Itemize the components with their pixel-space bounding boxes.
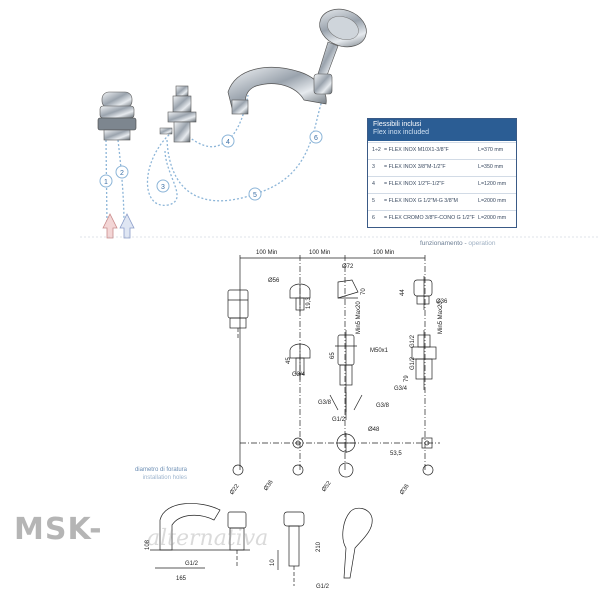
tap-handle-drawing <box>97 91 137 141</box>
dim-100min-1: 100 Min <box>256 250 277 256</box>
table-title: Flessibili inclusi <box>373 121 422 128</box>
spout-drawing <box>227 67 327 115</box>
svg-text:10: 10 <box>270 559 276 566</box>
callout-6: 6 <box>309 130 323 144</box>
svg-text:G1/2: G1/2 <box>185 561 199 567</box>
svg-text:Ø22: Ø22 <box>229 483 241 496</box>
svg-text:45: 45 <box>286 357 292 364</box>
svg-text:Ø56: Ø56 <box>268 278 280 284</box>
diverter-drawing <box>159 85 197 143</box>
svg-text:G1/2: G1/2 <box>316 584 330 590</box>
operation-label: funzionamento - operation <box>420 240 496 247</box>
callout-2: 2 <box>115 165 129 179</box>
svg-text:G3/4: G3/4 <box>394 386 408 392</box>
svg-text:G3/8: G3/8 <box>318 400 332 406</box>
svg-text:Ø36: Ø36 <box>263 479 275 492</box>
svg-text:G3/8: G3/8 <box>376 403 390 409</box>
callout-5: 5 <box>248 187 262 201</box>
installation-holes-label: diametro di foratura installation holes <box>134 467 187 481</box>
svg-text:Ø72: Ø72 <box>342 264 354 270</box>
svg-text:5: 5 <box>253 192 257 199</box>
technical-drawing <box>150 255 440 586</box>
svg-text:1: 1 <box>104 179 108 186</box>
hot-water-arrow <box>102 213 118 239</box>
hand-shower-drawing <box>313 8 367 95</box>
svg-text:Ø36: Ø36 <box>436 299 448 305</box>
svg-text:65: 65 <box>330 352 336 359</box>
svg-text:70: 70 <box>361 288 367 295</box>
svg-text:165: 165 <box>176 576 187 582</box>
svg-text:Ø48: Ø48 <box>368 427 380 433</box>
svg-text:G1/2: G1/2 <box>332 417 346 423</box>
svg-text:G3/4: G3/4 <box>292 372 306 378</box>
included-hoses-table: Flessibili inclusi Flex inox included 1÷… <box>367 118 517 228</box>
svg-text:44: 44 <box>400 289 406 296</box>
svg-text:G1/2: G1/2 <box>410 334 416 348</box>
svg-text:M50x1: M50x1 <box>370 348 389 354</box>
svg-text:108: 108 <box>145 539 151 550</box>
watermark-brand: MSK- <box>14 512 103 547</box>
svg-text:Min5 Max20: Min5 Max20 <box>438 301 444 334</box>
table-subtitle: Flex inox included <box>373 129 430 136</box>
cold-water-arrow <box>119 213 135 239</box>
svg-text:79: 79 <box>404 375 410 382</box>
svg-text:3: 3 <box>161 184 165 191</box>
svg-text:6: 6 <box>314 135 318 142</box>
callout-3: 3 <box>156 179 170 193</box>
dim-100min-2: 100 Min <box>309 250 330 256</box>
svg-text:Min5 Max20: Min5 Max20 <box>356 301 362 334</box>
svg-text:210: 210 <box>316 541 322 552</box>
watermark-script: alternativa <box>147 526 269 551</box>
svg-text:Ø52: Ø52 <box>321 480 333 493</box>
callout-4: 4 <box>221 134 235 148</box>
svg-text:53,5: 53,5 <box>390 451 402 457</box>
dim-100min-3: 100 Min <box>373 250 394 256</box>
svg-text:2: 2 <box>120 170 124 177</box>
callout-1: 1 <box>99 174 113 188</box>
table-header: Flessibili inclusi Flex inox included <box>368 119 516 141</box>
svg-text:G1/2: G1/2 <box>410 356 416 370</box>
svg-text:4: 4 <box>226 139 230 146</box>
svg-text:19,3: 19,3 <box>306 297 312 309</box>
svg-text:Ø36: Ø36 <box>399 483 411 496</box>
